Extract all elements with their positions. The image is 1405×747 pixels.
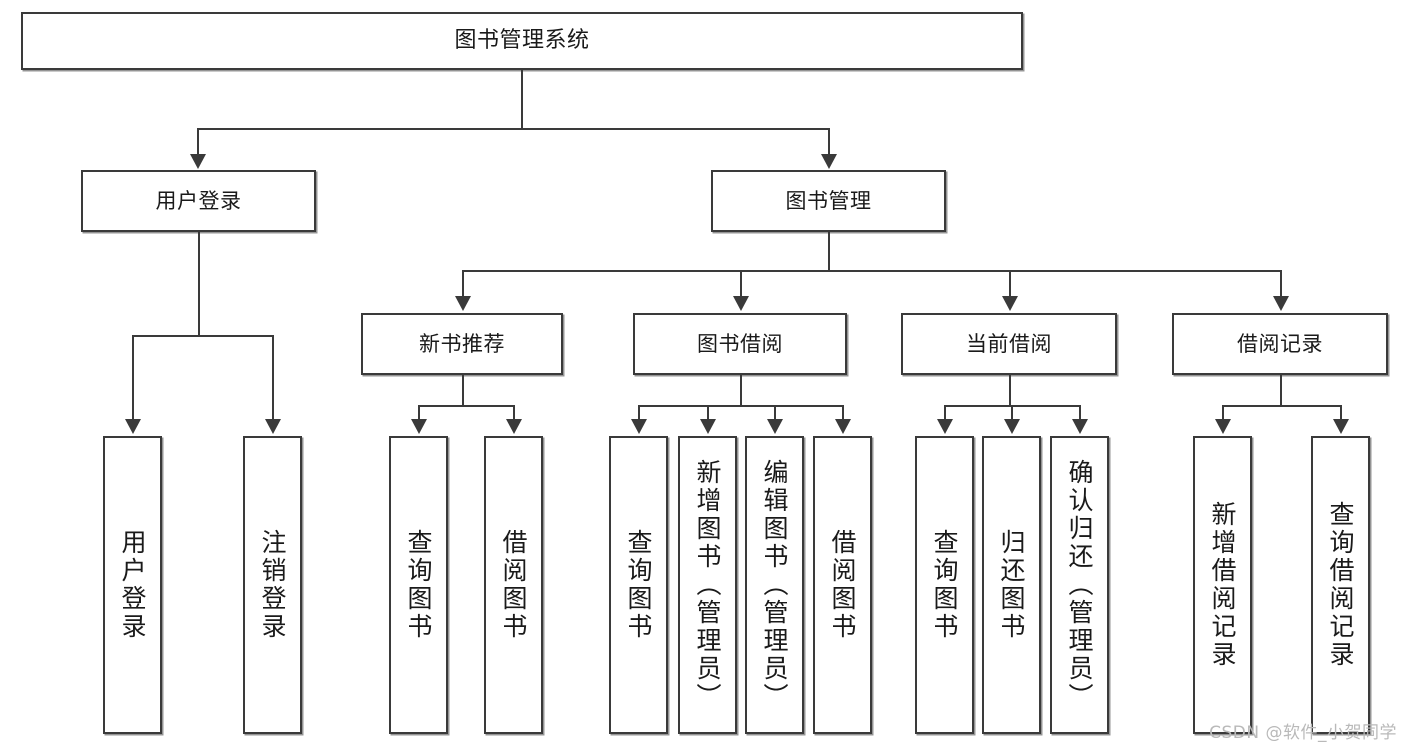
node-current-borrow[interactable]: 当前借阅 <box>901 313 1117 375</box>
arrowhead-leaf-query-record <box>1333 419 1349 434</box>
node-leaf-return-book-label: 归还图书 <box>997 529 1026 641</box>
connector-cb-to-leaf-2 <box>1011 405 1013 421</box>
arrowhead-borrow-record <box>1273 296 1289 311</box>
node-leaf-query-book-1[interactable]: 查询图书 <box>389 436 448 734</box>
node-user-login[interactable]: 用户登录 <box>81 170 316 232</box>
connector-to-new-book-recommend <box>462 270 464 298</box>
arrowhead-leaf-edit-book <box>767 419 783 434</box>
connector-new-book-recommend-stem <box>462 375 464 405</box>
node-leaf-logout-label: 注销登录 <box>258 529 287 641</box>
connector-user-login-to-leaf-2 <box>272 335 274 421</box>
connector-cb-to-leaf-3 <box>1079 405 1081 421</box>
connector-root-stem <box>521 70 523 128</box>
connector-root-bus <box>197 128 829 130</box>
node-user-login-label: 用户登录 <box>155 188 242 213</box>
connector-user-login-to-leaf-1 <box>132 335 134 421</box>
connector-root-to-user-login <box>197 128 199 156</box>
node-leaf-logout[interactable]: 注销登录 <box>243 436 302 734</box>
node-book-borrow-label: 图书借阅 <box>697 331 783 356</box>
connector-book-manage-bus <box>462 270 1280 272</box>
node-new-book-recommend-label: 新书推荐 <box>419 331 505 356</box>
node-leaf-query-book-1-label: 查询图书 <box>404 529 433 641</box>
connector-bb-to-leaf-3 <box>774 405 776 421</box>
node-leaf-add-book-label: 新增图书（管理员） <box>693 459 722 711</box>
csdn-watermark: CSDN @软件_小贺同学 <box>1209 723 1397 743</box>
connector-bb-to-leaf-2 <box>707 405 709 421</box>
node-leaf-user-login-label: 用户登录 <box>118 529 147 641</box>
node-leaf-query-book-2-label: 查询图书 <box>624 529 653 641</box>
connector-cb-to-leaf-1 <box>944 405 946 421</box>
arrowhead-leaf-query-book-1 <box>411 419 427 434</box>
arrowhead-user-login <box>190 154 206 169</box>
connector-root-to-book-manage <box>828 128 830 156</box>
connector-to-current-borrow <box>1009 270 1011 298</box>
connector-current-borrow-stem <box>1009 375 1011 405</box>
node-leaf-query-book-3-label: 查询图书 <box>930 529 959 641</box>
connector-to-borrow-record <box>1280 270 1282 298</box>
connector-user-login-stem <box>198 232 200 335</box>
connector-borrow-record-bus <box>1222 405 1340 407</box>
node-leaf-add-book[interactable]: 新增图书（管理员） <box>678 436 737 734</box>
node-root[interactable]: 图书管理系统 <box>21 12 1023 70</box>
node-leaf-user-login[interactable]: 用户登录 <box>103 436 162 734</box>
arrowhead-leaf-confirm-return <box>1072 419 1088 434</box>
node-leaf-edit-book[interactable]: 编辑图书（管理员） <box>745 436 804 734</box>
node-leaf-add-record[interactable]: 新增借阅记录 <box>1193 436 1252 734</box>
connector-nbr-to-leaf-2 <box>513 405 515 421</box>
node-book-borrow[interactable]: 图书借阅 <box>633 313 847 375</box>
node-leaf-query-record-label: 查询借阅记录 <box>1326 501 1355 669</box>
node-book-manage-label: 图书管理 <box>785 188 872 213</box>
node-leaf-borrow-book-1[interactable]: 借阅图书 <box>484 436 543 734</box>
arrowhead-book-manage <box>821 154 837 169</box>
arrowhead-leaf-logout <box>265 419 281 434</box>
connector-borrow-record-stem <box>1280 375 1282 405</box>
node-book-manage[interactable]: 图书管理 <box>711 170 946 232</box>
node-root-label: 图书管理系统 <box>454 28 590 54</box>
node-leaf-confirm-return-label: 确认归还（管理员） <box>1065 459 1094 711</box>
node-leaf-borrow-book-2[interactable]: 借阅图书 <box>813 436 872 734</box>
connector-bb-to-leaf-1 <box>638 405 640 421</box>
node-leaf-add-record-label: 新增借阅记录 <box>1208 501 1237 669</box>
connector-bb-to-leaf-4 <box>842 405 844 421</box>
arrowhead-new-book-recommend <box>455 296 471 311</box>
node-current-borrow-label: 当前借阅 <box>966 331 1052 356</box>
node-borrow-record-label: 借阅记录 <box>1237 331 1323 356</box>
node-leaf-edit-book-label: 编辑图书（管理员） <box>760 459 789 711</box>
connector-book-borrow-stem <box>740 375 742 405</box>
connector-nbr-to-leaf-1 <box>418 405 420 421</box>
connector-br-to-leaf-1 <box>1222 405 1224 421</box>
node-leaf-confirm-return[interactable]: 确认归还（管理员） <box>1050 436 1109 734</box>
node-leaf-query-book-3[interactable]: 查询图书 <box>915 436 974 734</box>
node-leaf-query-book-2[interactable]: 查询图书 <box>609 436 668 734</box>
arrowhead-leaf-query-book-3 <box>937 419 953 434</box>
arrowhead-leaf-query-book-2 <box>631 419 647 434</box>
arrowhead-leaf-return-book <box>1004 419 1020 434</box>
connector-br-to-leaf-2 <box>1340 405 1342 421</box>
connector-user-login-bus <box>132 335 273 337</box>
connector-to-book-borrow <box>740 270 742 298</box>
node-leaf-borrow-book-2-label: 借阅图书 <box>828 529 857 641</box>
arrowhead-leaf-add-book <box>700 419 716 434</box>
node-new-book-recommend[interactable]: 新书推荐 <box>361 313 563 375</box>
node-borrow-record[interactable]: 借阅记录 <box>1172 313 1388 375</box>
node-leaf-query-record[interactable]: 查询借阅记录 <box>1311 436 1370 734</box>
connector-book-manage-stem <box>828 232 830 270</box>
arrowhead-leaf-borrow-book-2 <box>835 419 851 434</box>
connector-new-book-recommend-bus <box>418 405 513 407</box>
arrowhead-leaf-user-login <box>125 419 141 434</box>
arrowhead-leaf-add-record <box>1215 419 1231 434</box>
arrowhead-leaf-borrow-book-1 <box>506 419 522 434</box>
node-leaf-borrow-book-1-label: 借阅图书 <box>499 529 528 641</box>
arrowhead-current-borrow <box>1002 296 1018 311</box>
node-leaf-return-book[interactable]: 归还图书 <box>982 436 1041 734</box>
arrowhead-book-borrow <box>733 296 749 311</box>
connector-book-borrow-bus <box>638 405 842 407</box>
